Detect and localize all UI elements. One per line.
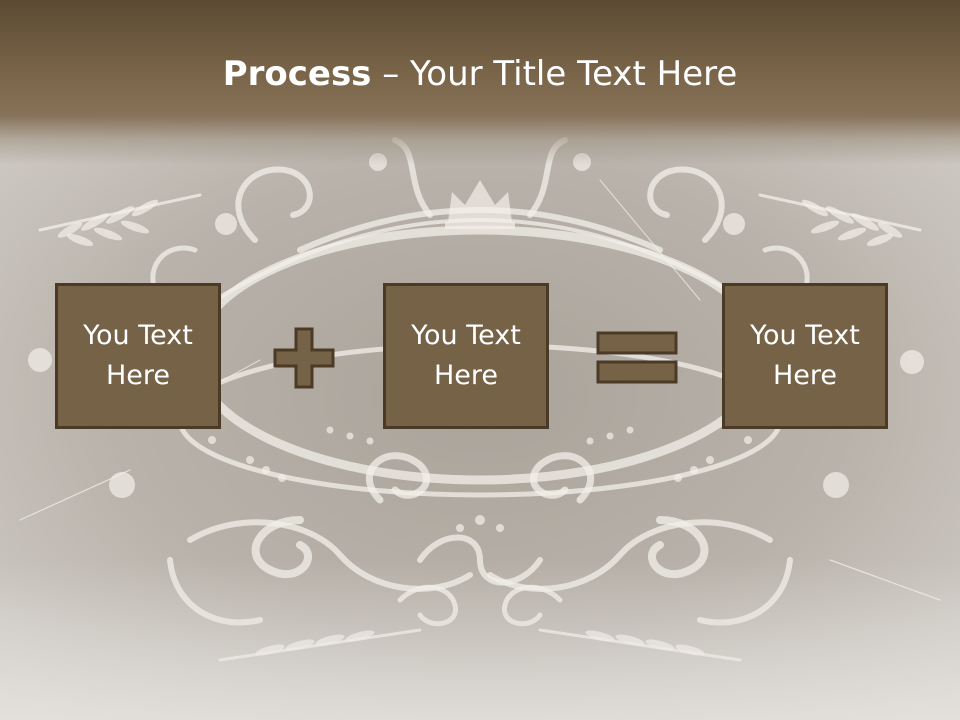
- process-box-3-text: You Text Here: [750, 320, 860, 391]
- equals-icon: [596, 331, 678, 384]
- process-box-2-text: You Text Here: [411, 320, 521, 391]
- process-box-3[interactable]: You Text Here: [722, 283, 888, 429]
- title-rest: – Your Title Text Here: [371, 54, 738, 94]
- plus-icon: [273, 327, 335, 389]
- title-bold: Process: [222, 54, 372, 94]
- process-box-2[interactable]: You Text Here: [383, 283, 549, 429]
- bottom-fade: [0, 560, 960, 720]
- header-band: [0, 0, 960, 165]
- process-box-1-text: You Text Here: [83, 320, 193, 391]
- process-box-1[interactable]: You Text Here: [55, 283, 221, 429]
- slide-title[interactable]: Process – Your Title Text Here: [0, 52, 960, 96]
